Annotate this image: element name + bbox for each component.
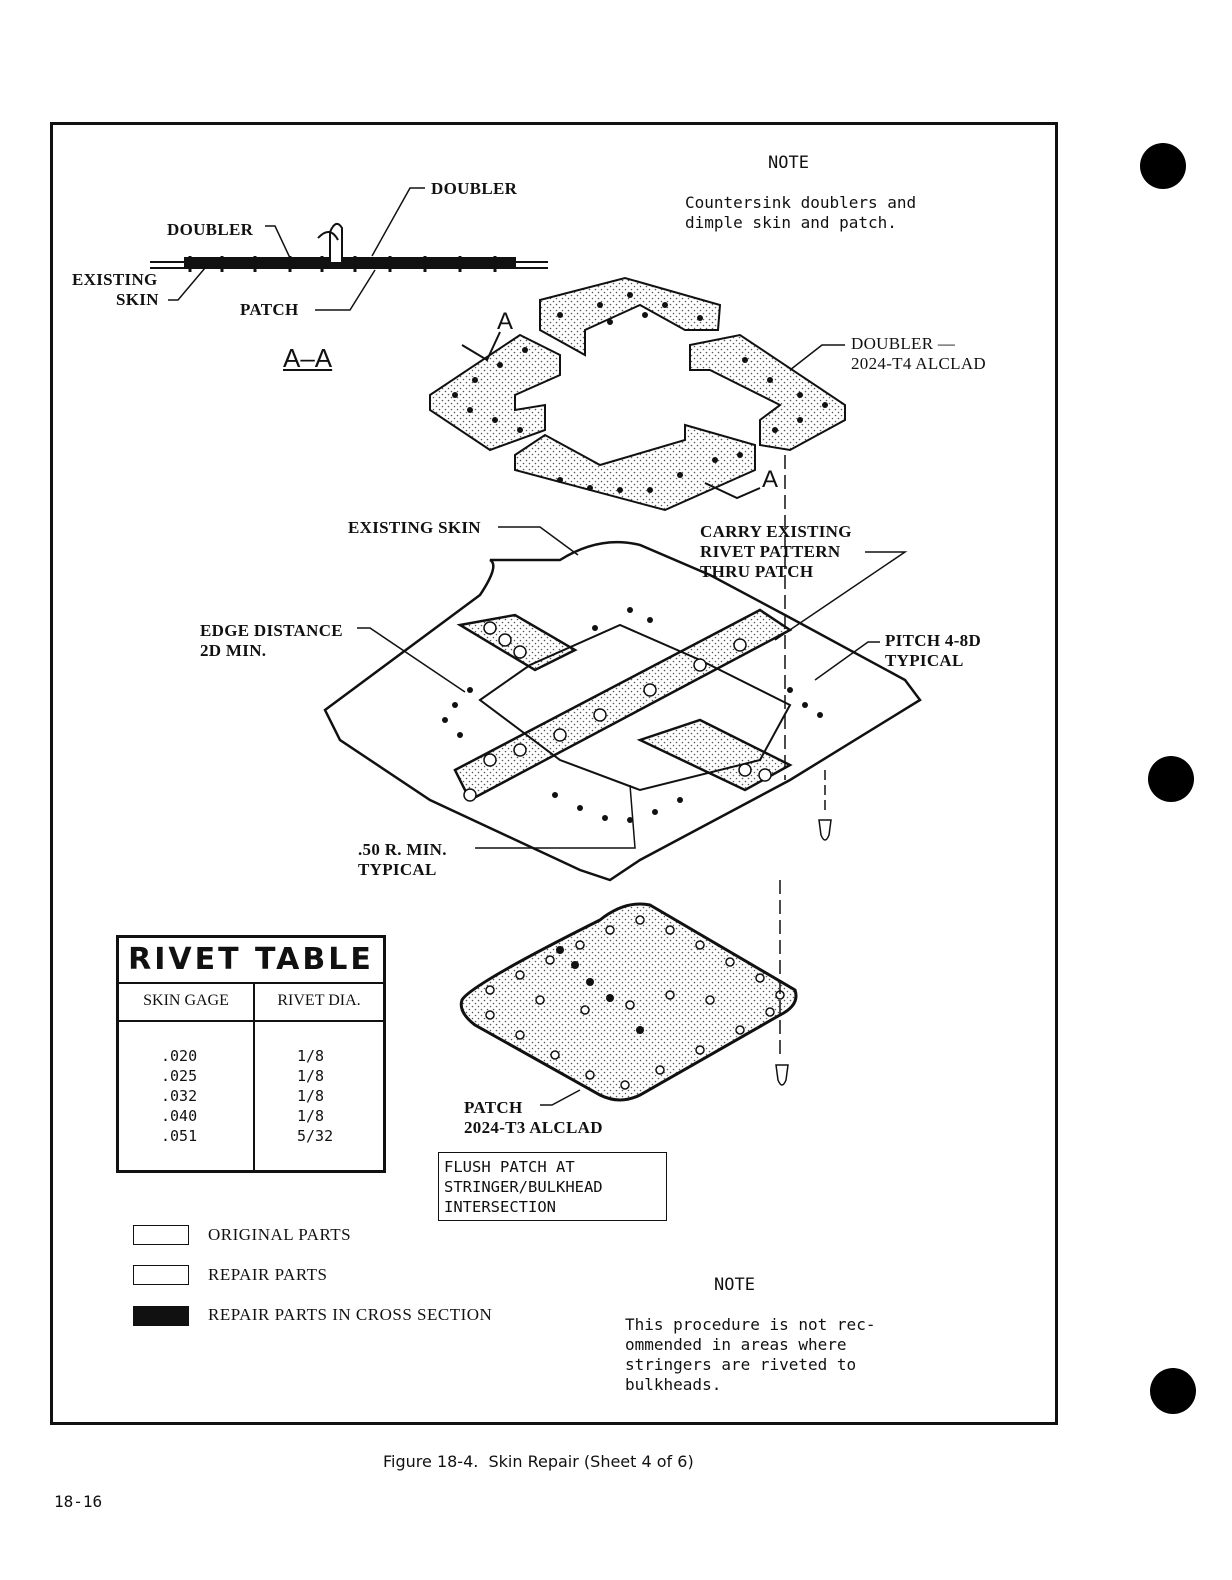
callout-edge-distance: EDGE DISTANCE 2D MIN. [200,621,343,660]
callout-carry-rivet-pattern: CARRY EXISTING RIVET PATTERN THRU PATCH [700,522,852,581]
callout-pitch: PITCH 4-8D TYPICAL [885,631,982,670]
rivet-centerline [775,455,832,1086]
legend-label-cross-section: REPAIR PARTS IN CROSS SECTION [208,1305,493,1324]
legend-swatch-cross-section [133,1306,189,1326]
rivet-table-rivet-dia-values: 1/8 1/8 1/8 1/8 5/32 [297,1047,334,1145]
figure-frame [50,122,1058,1425]
section-a-a-cross-section [150,187,548,311]
patch-plate [459,902,798,1102]
rivet-table-header-rivet-dia: RIVET DIA. [255,982,383,1022]
rivet-table: RIVET TABLE SKIN GAGE RIVET DIA. .020 .0… [116,935,386,1173]
legend-label-original: ORIGINAL PARTS [208,1225,352,1244]
rivet-table-header-skin-gage: SKIN GAGE [119,982,253,1022]
legend-label-repair: REPAIR PARTS [208,1265,328,1284]
callout-leaders [357,344,908,1106]
note-bottom-heading: NOTE [714,1275,755,1295]
label-doubler-right: DOUBLER [431,179,518,198]
note-top-heading: NOTE [768,153,809,173]
label-existing-skin-line1: EXISTING [72,270,158,289]
note-top-body: Countersink doublers and dimple skin and… [685,193,917,232]
figure-caption: Figure 18-4. Skin Repair (Sheet 4 of 6) [383,1452,694,1471]
cut-letter-a-bottom: A [762,466,779,493]
binder-hole-middle [1148,756,1194,802]
section-cut-arrows [461,331,761,500]
callout-radius: .50 R. MIN. TYPICAL [358,840,447,879]
label-existing-skin-line2: SKIN [116,290,159,309]
binder-hole-bottom [1150,1368,1196,1414]
rivet-table-skin-gage-values: .020 .025 .032 .040 .051 [161,1047,198,1145]
callout-patch-material: PATCH 2024-T3 ALCLAD [464,1098,603,1137]
cut-letter-a-top: A [497,308,514,335]
legend-swatch-repair [133,1265,189,1285]
callout-existing-skin: EXISTING SKIN [348,518,481,537]
page-number: 18-16 [54,1492,103,1511]
rivet-table-title: RIVET TABLE [119,938,383,984]
note-bottom-body: This procedure is not rec- ommended in a… [625,1315,876,1394]
legend-swatch-original [133,1225,189,1245]
section-a-a-title: A–A [283,343,333,373]
binder-hole-top [1140,143,1186,189]
flush-patch-title-box: FLUSH PATCH AT STRINGER/BULKHEAD INTERSE… [438,1152,667,1221]
label-patch-section: PATCH [240,300,299,319]
doubler-assembly [429,276,846,512]
callout-doubler-material: DOUBLER — 2024-T4 ALCLAD [851,334,986,373]
label-doubler-left: DOUBLER [167,220,254,239]
existing-skin-assembly [323,540,922,882]
rivet-table-column-divider [253,982,255,1173]
